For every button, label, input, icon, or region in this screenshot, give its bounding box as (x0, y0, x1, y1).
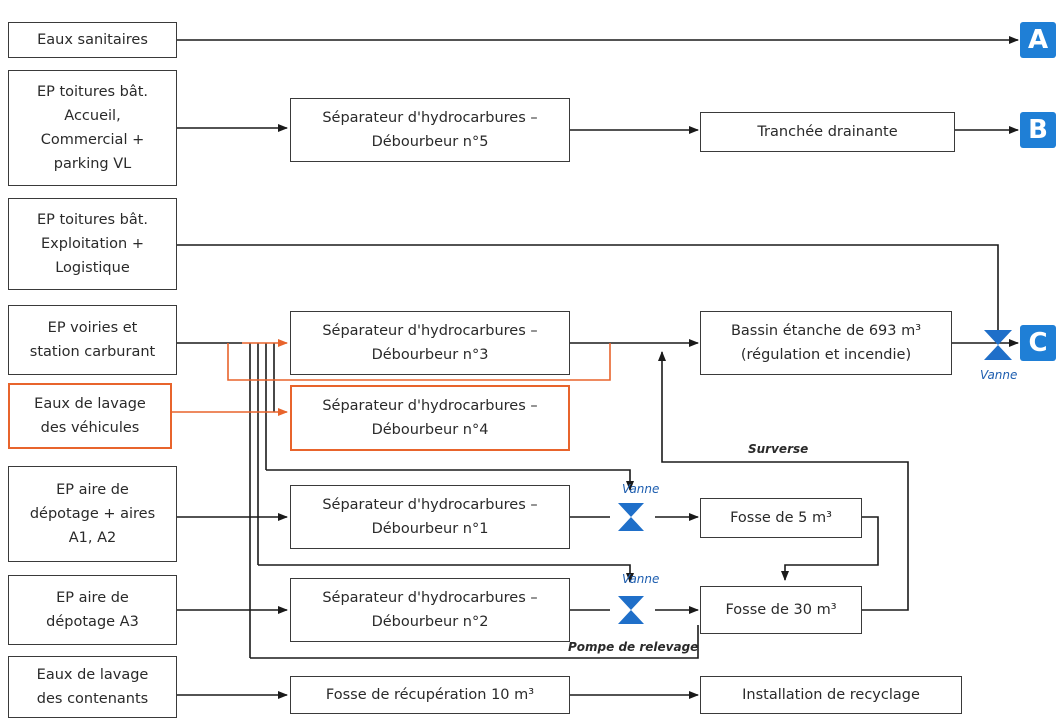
line: EP toitures bât. (36, 212, 149, 228)
source-ep-aire-depotage-a1a2: EP aire de dépotage + aires A1, A2 (8, 466, 177, 562)
line: Bassin étanche de 693 m³ (730, 323, 922, 339)
line: Débourbeur n°1 (371, 521, 489, 537)
separator-n1: Séparateur d'hydrocarbures – Débourbeur … (290, 485, 570, 549)
source-eaux-sanitaires: Eaux sanitaires (8, 22, 177, 58)
outlet-a-badge: A (1020, 22, 1056, 58)
line: EP aire de (56, 590, 129, 606)
line: (régulation et incendie) (740, 347, 912, 363)
line: Installation de recyclage (742, 687, 920, 703)
line: Accueil, (64, 108, 121, 124)
valve-2-icon (618, 596, 644, 624)
source-ep-toitures-accueil: EP toitures bât. Accueil, Commercial + p… (8, 70, 177, 186)
vanne-label-1: Vanne (622, 482, 660, 496)
valve-c-icon (984, 330, 1012, 360)
line-bus-vanne2 (258, 564, 634, 583)
arrow-surverse-bassin (658, 351, 909, 611)
treatment-installation-recyclage: Installation de recyclage (700, 676, 962, 714)
line: Fosse de récupération 10 m³ (325, 687, 535, 703)
line: Exploitation + (41, 236, 144, 252)
outlet-c-badge: C (1020, 325, 1056, 361)
line-exploitation-c (177, 244, 999, 332)
treatment-fosse-30: Fosse de 30 m³ (700, 586, 862, 634)
line: EP voiries et (47, 320, 138, 336)
line: Eaux de lavage (36, 667, 149, 683)
line: Tranchée drainante (757, 124, 898, 140)
source-ep-aire-depotage-a3: EP aire de dépotage A3 (8, 575, 177, 645)
orange-loop (227, 343, 611, 381)
line: Fosse de 30 m³ (725, 602, 837, 618)
line: dépotage + aires (29, 506, 156, 522)
line: Commercial + (40, 132, 145, 148)
source-ep-toitures-exploitation: EP toitures bât. Exploitation + Logistiq… (8, 198, 177, 290)
line: Séparateur d'hydrocarbures – (322, 323, 538, 339)
line: Débourbeur n°3 (371, 347, 489, 363)
line: Débourbeur n°2 (371, 614, 489, 630)
line: Séparateur d'hydrocarbures – (322, 398, 538, 414)
line: EP aire de (56, 482, 129, 498)
line: Eaux de lavage (34, 396, 146, 412)
arrow-fosse5-fosse30 (781, 516, 879, 581)
separator-n3: Séparateur d'hydrocarbures – Débourbeur … (290, 311, 570, 375)
line: Séparateur d'hydrocarbures – (322, 590, 538, 606)
line: des contenants (36, 691, 149, 707)
line: A1, A2 (68, 530, 117, 546)
separator-n5: Séparateur d'hydrocarbures – Débourbeur … (290, 98, 570, 162)
line: station carburant (29, 344, 156, 360)
line-bus-vanne1 (266, 469, 634, 491)
source-eaux-lavage-vehicules: Eaux de lavage des véhicules (8, 383, 172, 449)
separator-n2: Séparateur d'hydrocarbures – Débourbeur … (290, 578, 570, 642)
line: Débourbeur n°4 (371, 422, 489, 438)
line: des véhicules (40, 420, 140, 436)
line: Séparateur d'hydrocarbures – (322, 497, 538, 513)
pompe-label: Pompe de relevage (568, 640, 699, 654)
treatment-fosse-5: Fosse de 5 m³ (700, 498, 862, 538)
outlet-b-badge: B (1020, 112, 1056, 148)
line: parking VL (53, 156, 132, 172)
valve-1-icon (618, 503, 644, 531)
line: Séparateur d'hydrocarbures – (322, 110, 538, 126)
surverse-label: Surverse (748, 442, 809, 456)
treatment-fosse-recuperation: Fosse de récupération 10 m³ (290, 676, 570, 714)
source-eaux-lavage-contenants: Eaux de lavage des contenants (8, 656, 177, 718)
treatment-bassin-etanche: Bassin étanche de 693 m³ (régulation et … (700, 311, 952, 375)
source-ep-voiries: EP voiries et station carburant (8, 305, 177, 375)
line: Logistique (55, 260, 130, 276)
separator-n4: Séparateur d'hydrocarbures – Débourbeur … (290, 385, 570, 451)
vanne-label-2: Vanne (622, 572, 660, 586)
line-bus-fosse30 (250, 625, 699, 659)
line: Eaux sanitaires (37, 32, 148, 48)
vanne-label-c: Vanne (980, 368, 1018, 382)
treatment-tranchee-drainante: Tranchée drainante (700, 112, 955, 152)
line: Fosse de 5 m³ (730, 510, 832, 526)
line: Débourbeur n°5 (371, 134, 489, 150)
line: dépotage A3 (46, 614, 139, 630)
line: EP toitures bât. (36, 84, 149, 100)
